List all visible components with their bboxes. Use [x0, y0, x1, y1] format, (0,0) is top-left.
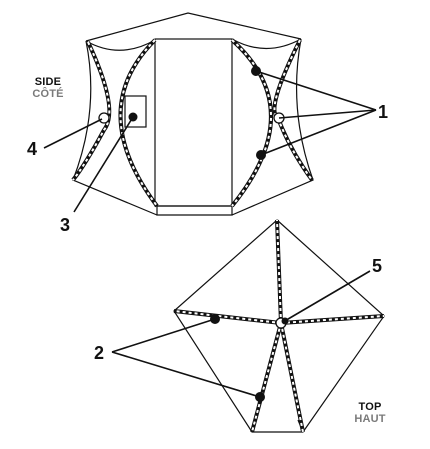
leader-3 — [73, 116, 134, 213]
leader-1-a — [255, 70, 377, 111]
side-label-en: SIDE — [34, 76, 62, 88]
side-window — [124, 95, 147, 128]
side-label-fr: CÔTÉ — [32, 88, 64, 100]
side-left-pole-b — [71, 41, 112, 182]
top-outline — [173, 219, 385, 433]
side-view-label: SIDE CÔTÉ — [26, 76, 70, 100]
side-hub-left — [98, 112, 110, 124]
callout-4: 4 — [27, 139, 38, 159]
top-view-label: TOP HAUT — [348, 401, 392, 425]
top-label-fr: HAUT — [354, 413, 386, 425]
side-door-panel — [154, 38, 233, 207]
side-right-pole-a — [230, 38, 273, 208]
top-pole-west — [173, 309, 282, 325]
side-hub-upper — [251, 66, 261, 76]
side-roof-scallop — [85, 38, 302, 51]
side-view — [71, 12, 314, 216]
side-bottom-skirt — [156, 205, 233, 216]
leader-1-c — [260, 109, 377, 156]
leader-2-a — [111, 318, 216, 353]
top-pole-east — [280, 314, 385, 325]
leader-1-b — [278, 109, 377, 119]
side-right-wall — [231, 38, 314, 216]
top-pole-north — [275, 219, 283, 324]
top-label-en: TOP — [358, 401, 382, 413]
side-left-pole-a — [118, 38, 159, 208]
callout-1: 1 — [378, 102, 389, 122]
leader-4 — [43, 118, 103, 149]
leader-5 — [282, 270, 371, 323]
callout-2: 2 — [94, 343, 105, 363]
callout-5: 5 — [372, 256, 383, 276]
callout-3: 3 — [60, 215, 71, 235]
leader-2-b — [111, 351, 261, 398]
side-roof-outline — [85, 12, 302, 42]
